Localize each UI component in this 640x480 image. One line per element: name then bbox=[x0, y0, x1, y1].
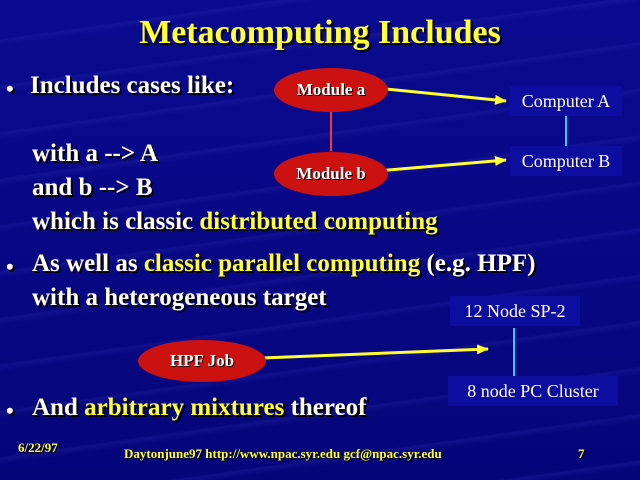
slide-title: Metacomputing Includes bbox=[139, 14, 501, 51]
bullet-1-line3: and b --> B bbox=[32, 174, 153, 201]
bullet-3: • bbox=[6, 398, 14, 423]
sp2-node: 12 Node SP-2 bbox=[450, 296, 580, 326]
bullet-1-intro: Includes cases like: bbox=[30, 72, 235, 99]
bullet-2-line2: with a heterogeneous target bbox=[32, 284, 327, 311]
arrow-b-to-B bbox=[375, 155, 507, 173]
pc-cluster-node: 8 node PC Cluster bbox=[448, 376, 618, 406]
computer-b-node: Computer B bbox=[510, 146, 622, 176]
module-b-node: Module b bbox=[274, 152, 388, 196]
footer-page-number: 7 bbox=[578, 446, 585, 461]
footer-date: 6/22/97 bbox=[18, 440, 58, 455]
footer-center: Daytonjune97 http://www.npac.syr.edu gcf… bbox=[124, 446, 442, 461]
bullet-2-line1: As well as classic parallel computing (e… bbox=[32, 250, 536, 277]
bullet-2: • bbox=[6, 254, 14, 279]
bullet-1-line4: which is classic distributed computing bbox=[32, 208, 438, 235]
hpf-job-node: HPF Job bbox=[138, 340, 266, 382]
bullet-3-line: And arbitrary mixtures thereof bbox=[32, 394, 367, 421]
arbitrary-mixtures-highlight: arbitrary mixtures bbox=[84, 394, 285, 421]
computer-a-node: Computer A bbox=[510, 86, 622, 116]
module-a-node: Module a bbox=[274, 68, 388, 112]
bullet-1-line2: with a --> A bbox=[32, 140, 159, 167]
bullet-1: • bbox=[6, 76, 14, 101]
arrow-hpf-to-targets bbox=[261, 344, 489, 360]
arrow-a-to-A bbox=[375, 86, 507, 105]
distributed-computing-highlight: distributed computing bbox=[199, 208, 438, 235]
parallel-computing-highlight: classic parallel computing bbox=[143, 250, 421, 277]
